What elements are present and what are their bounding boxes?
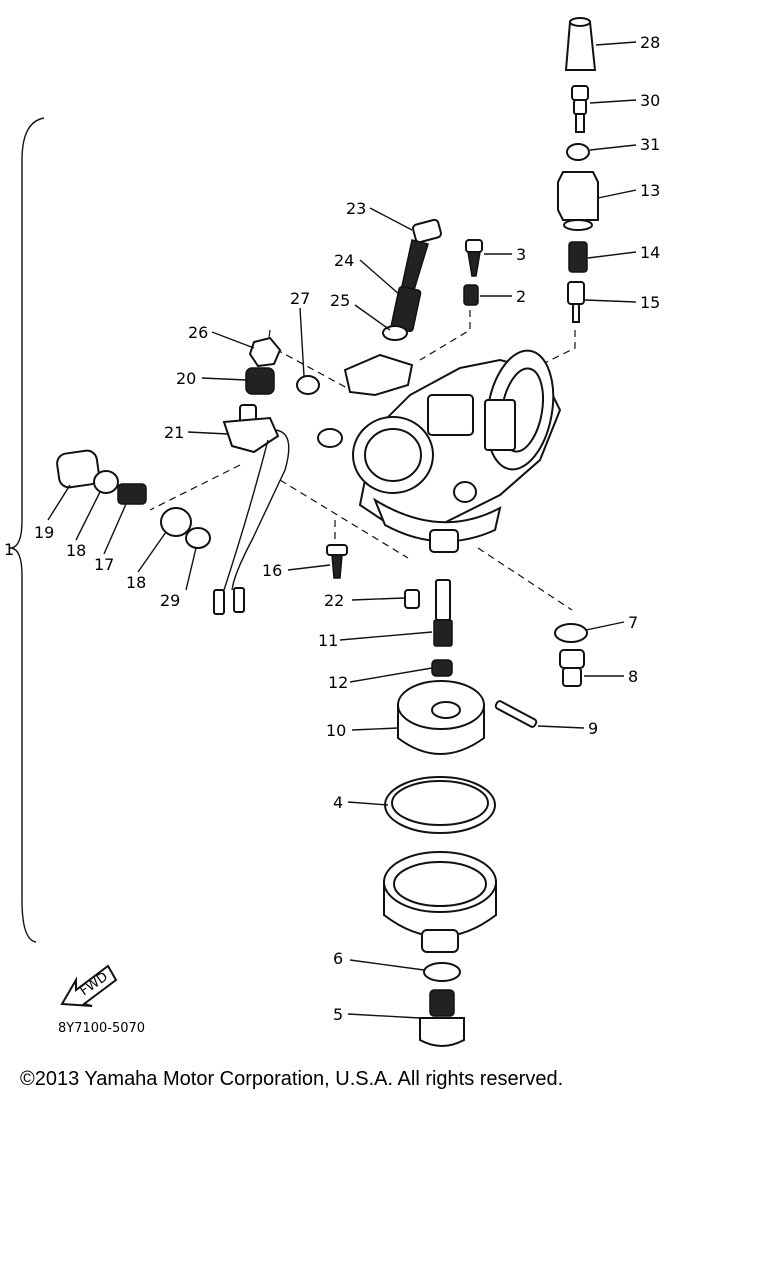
float-bowl — [383, 851, 497, 953]
label-part-18-b: 18 — [126, 573, 146, 592]
label-part-29: 29 — [160, 591, 180, 610]
part-6-washer — [423, 962, 461, 982]
label-part-12: 12 — [328, 673, 348, 692]
part-30-screw — [571, 85, 589, 133]
part-9-pin — [494, 700, 538, 728]
part-20-spring — [245, 367, 275, 395]
part-23-screw — [401, 218, 442, 291]
label-part-6: 6 — [333, 949, 343, 968]
carburetor-body — [317, 349, 562, 553]
part-2-spring — [463, 284, 479, 306]
label-part-11: 11 — [318, 631, 338, 650]
part-28-cap — [564, 17, 597, 71]
label-part-8: 8 — [628, 667, 638, 686]
leader-lines — [47, 41, 637, 1019]
label-part-27: 27 — [290, 289, 310, 308]
part-11-needle-jet — [433, 579, 453, 647]
part-26-nut — [248, 336, 282, 368]
assembly-brace — [9, 117, 45, 943]
copyright-notice: ©2013 Yamaha Motor Corporation, U.S.A. A… — [20, 1068, 564, 1090]
part-13-nut — [557, 171, 599, 231]
part-10-float — [397, 680, 485, 755]
part-4-gasket — [384, 776, 496, 834]
label-part-24: 24 — [334, 251, 354, 270]
label-part-16: 16 — [262, 561, 282, 580]
part-16-screw — [326, 544, 348, 579]
label-part-28: 28 — [640, 33, 660, 52]
part-15-needle — [567, 281, 585, 323]
label-part-3: 3 — [516, 245, 526, 264]
label-part-17: 17 — [94, 555, 114, 574]
fwd-arrow-icon: FWD — [60, 964, 118, 1007]
part-27-washer — [296, 375, 320, 395]
label-part-15: 15 — [640, 293, 660, 312]
drawing-code: 8Y7100-5070 — [58, 1021, 145, 1036]
label-part-7: 7 — [628, 613, 638, 632]
part-7-washer — [554, 623, 588, 643]
part-29-washer — [185, 527, 211, 549]
part-3-screw — [465, 239, 483, 277]
label-part-10: 10 — [326, 721, 346, 740]
label-part-5: 5 — [333, 1005, 343, 1024]
label-part-25: 25 — [330, 291, 350, 310]
part-21-plunger — [213, 404, 290, 615]
part-14-spring — [568, 241, 588, 273]
label-part-2: 2 — [516, 287, 526, 306]
label-part-13: 13 — [640, 181, 660, 200]
part-18-ring-b — [160, 507, 192, 537]
carburetor-exploded-diagram: FWD 1 2 3 — [4, 17, 660, 1047]
label-part-18: 18 — [66, 541, 86, 560]
label-part-1: 1 — [4, 540, 14, 559]
label-part-4: 4 — [333, 793, 343, 812]
label-part-31: 31 — [640, 135, 660, 154]
part-24-spring — [390, 285, 422, 333]
part-12-jet — [431, 659, 453, 677]
label-part-14: 14 — [640, 243, 660, 262]
part-19-cap — [56, 449, 100, 489]
part-22-jet — [404, 589, 420, 609]
label-part-23: 23 — [346, 199, 366, 218]
part-5-drain-bolt — [419, 989, 465, 1047]
part-labels: 1 2 3 4 5 6 7 8 9 10 11 12 13 14 15 16 1… — [4, 33, 660, 1024]
part-17-spring — [117, 483, 147, 505]
part-31-ring — [566, 143, 590, 161]
label-part-9: 9 — [588, 719, 598, 738]
label-part-21: 21 — [164, 423, 184, 442]
label-part-22: 22 — [324, 591, 344, 610]
label-part-30: 30 — [640, 91, 660, 110]
label-part-20: 20 — [176, 369, 196, 388]
label-part-19: 19 — [34, 523, 54, 542]
label-part-26: 26 — [188, 323, 208, 342]
part-18-ring — [93, 470, 119, 494]
part-8-valve — [559, 649, 585, 687]
